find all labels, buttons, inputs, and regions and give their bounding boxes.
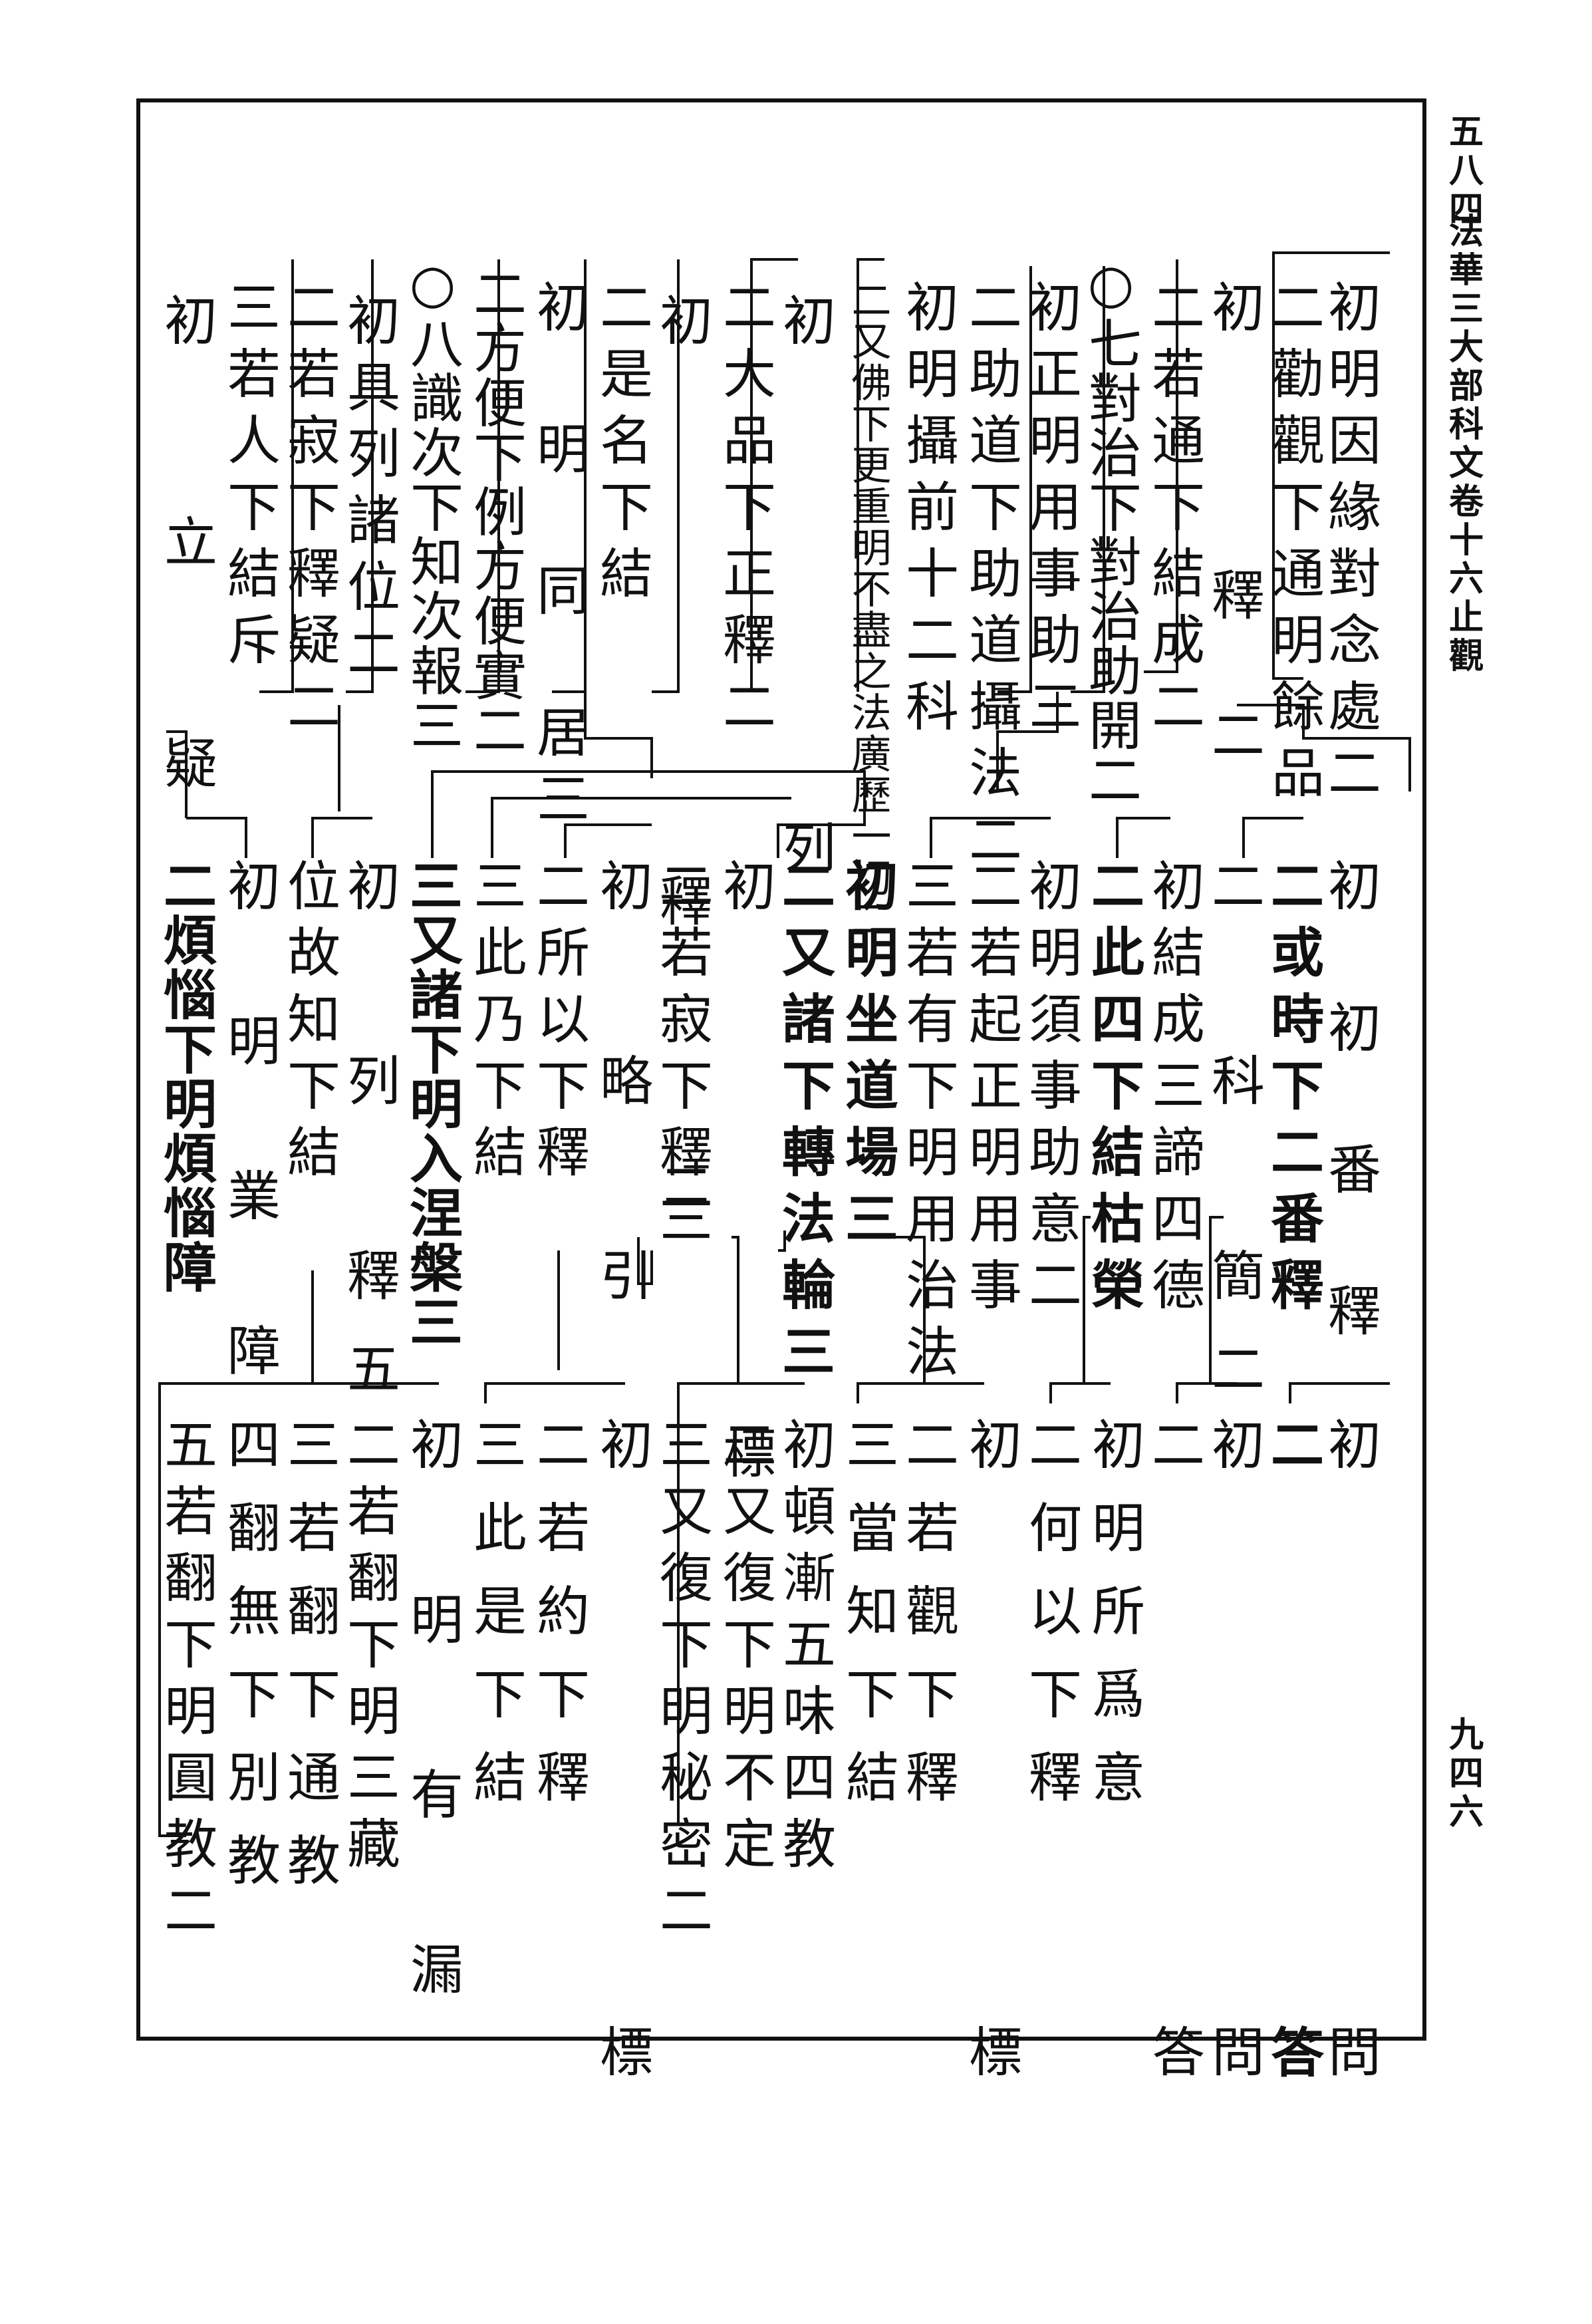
outline-entry: 三又復下明秘密二 [651,1417,713,1949]
outline-entry: 三此是下結 [465,1417,527,1832]
outline-entry: 二助道下助道攝法二 [960,279,1022,878]
outline-entry: 初明攝前十二科 [897,279,959,745]
outline-entry: 二又諸下轉法輪三 [773,858,836,1390]
outline-entry: 初 明 有 漏 [402,1417,464,2025]
outline-entry: 二 科 簡二 [1203,858,1265,1434]
page-border [136,98,1426,2041]
outline-entry: 初 初 番 釋 [1319,858,1381,1350]
outline-entry: 二所以下釋 [528,858,590,1191]
outline-entry: 初 標 [714,858,776,1705]
outline-entry: 二煩惱下明煩惱障 [155,858,217,1294]
outline-entry: 二若觀下釋 [897,1417,959,1832]
outline-entry: 初頓漸五味四教 [774,1417,836,1882]
outline-entry: 三又諸下明入涅槃三 [401,858,464,1349]
outline-entry: 初明坐道場三 [837,858,899,1257]
outline-entry: 初 列 釋五 [338,858,400,1434]
outline-entry: 四翻無下別教 [219,1417,281,1916]
outline-entry: 初 立 疑 [156,293,217,842]
outline-entry: 初 明 業 障 [219,858,281,1396]
outline-entry: 初 列 [774,293,836,1080]
outline-entry: 初 問 [1319,1417,1381,2323]
outline-entry: 二若起正明用事 [960,858,1022,1324]
outline-entry: 二 答 [1262,1417,1325,2324]
outline-entry: 三當知下結 [837,1417,899,1832]
outline-entry: 初明須事助意二 [1020,858,1082,1324]
book-title: 法華三大部科文卷十六止觀 [1442,213,1484,676]
outline-entry: 三若有下明用治法 [897,858,959,1390]
outline-entry: 初 標 [960,1417,1022,2323]
outline-entry: 二 答 [1143,1417,1205,2323]
outline-entry: 初具列諸位二 [338,293,400,692]
outline-entry: 二又復下明不定 [714,1417,776,1882]
outline-entry: 初 釋二 [1203,279,1265,847]
outline-entry: 初 釋二 [651,293,713,1445]
outline-entry: 初 明 同 居三 [528,279,590,837]
outline-entry: 初 問 [1203,1417,1265,2323]
outline-entry: 初明所爲意 [1083,1417,1145,1832]
outline-entry: 三此乃下結 [465,858,527,1191]
outline-bracket-lines [158,251,1411,1837]
outline-entry: 初 標 [591,1417,653,2323]
outline-entry: 五若翻下明圓教二 [156,1417,217,1949]
outline-entry: 二是名下結 [591,279,653,612]
outline-entry: ○八識次下知次報三 [402,253,464,752]
outline-entry: 二或時下二番釋 [1262,858,1325,1324]
outline-entry: 初 略 引 [591,858,653,1341]
outline-entry: 二方便下例方便實二 [465,266,527,757]
outline-entry: 二若約下釋 [528,1417,590,1832]
outline-entry: 三若翻下通教 [279,1417,340,1916]
outline-entry: 二勸觀下通明餘品 [1263,279,1325,811]
outline-entry: 初明因緣對念處二 [1319,279,1381,811]
outline-entry: 二若寂下釋疑二 [279,279,340,745]
page-number: 九四六 [1442,1716,1484,1832]
outline-entry: ○七對治下對治助開二 [1080,253,1142,807]
outline-entry: 位故知下結 [279,858,340,1191]
outline-entry: 二何以下釋 [1020,1417,1082,1832]
outline-entry: 二又佛下更重明不盡之法廣歷一切二 [845,279,891,939]
outline-entry: 二大品下正釋二 [714,279,776,745]
outline-entry: 二此四下結枯榮 [1083,858,1145,1324]
page-label: 五八四 [1442,113,1484,229]
outline-entry: 二若寂下釋三 [651,858,713,1257]
outline-entry: 初結成三諦四德 [1143,858,1205,1324]
outline-entry: 二若翻下明三藏 [338,1417,400,1882]
outline-entry: 二若通下結成二 [1143,279,1205,745]
outline-entry: 初正明用事助三 [1020,279,1082,745]
outline-entry: 三若人下結斥 [219,279,281,678]
